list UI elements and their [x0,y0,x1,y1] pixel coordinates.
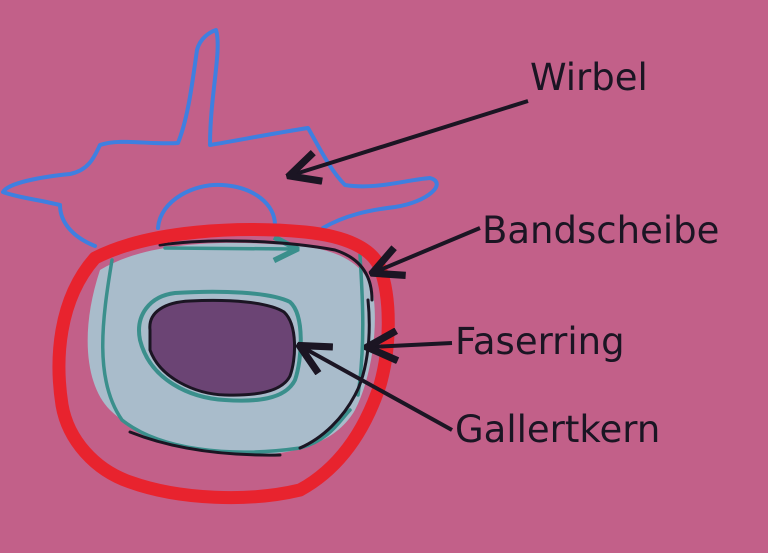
label-faserring: Faserring [455,320,625,363]
annulus-black-bottom [128,430,282,457]
disc-outline [52,223,395,505]
vertebra-outline [1,28,439,248]
arrow-bandscheibe [375,226,481,272]
vertebral-foramen-outline [156,182,277,230]
arrow-faserring [370,343,453,347]
label-gallertkern: Gallertkern [455,408,660,451]
arrow-gallertkern [302,347,453,432]
fiber-line-outer [101,258,352,454]
label-wirbel: Wirbel [530,56,648,99]
arrow-wirbel [292,99,529,175]
fiber-line-top [163,248,295,249]
label-bandscheibe: Bandscheibe [482,209,719,252]
